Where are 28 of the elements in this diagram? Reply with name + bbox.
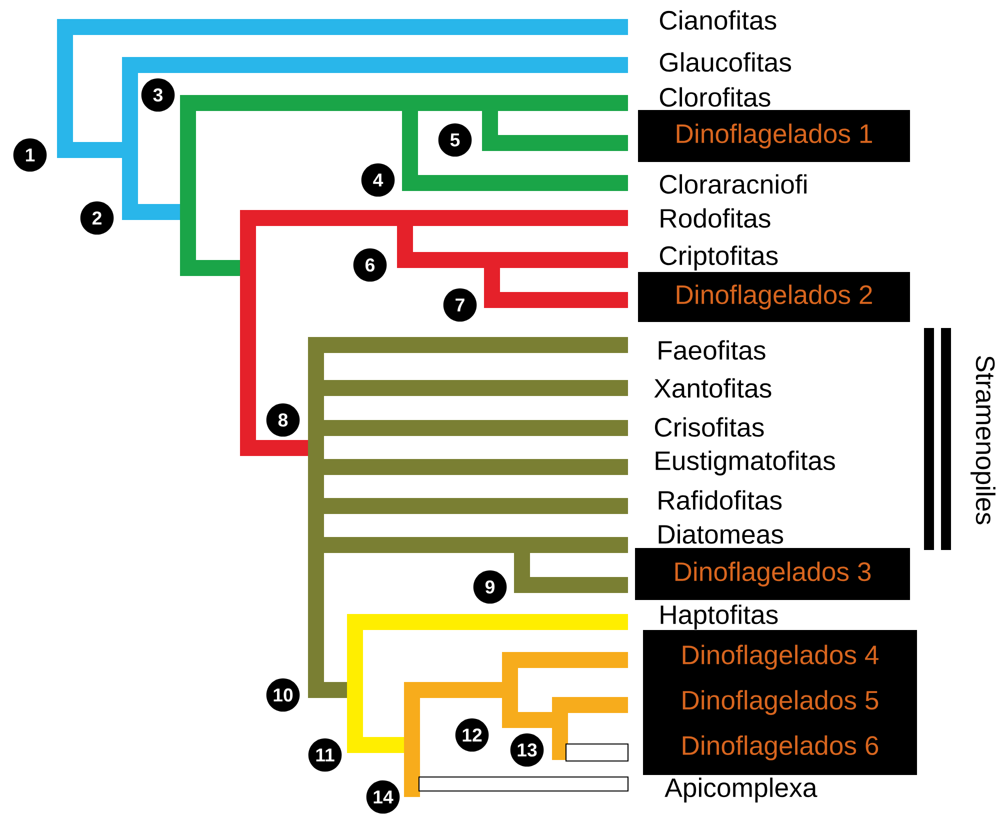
callout-number: 14 xyxy=(366,780,400,814)
group-label: Stramenopiles xyxy=(970,356,996,524)
highlight-box: Dinoflagelados 2 xyxy=(638,272,910,322)
callout-number: 9 xyxy=(473,570,507,604)
taxon-label: Eustigmatofitas xyxy=(656,450,835,476)
taxon-label: Glaucofitas xyxy=(660,52,792,72)
taxon-label: Rodofitas xyxy=(660,208,770,228)
highlight-box: Dinoflagelados 3 xyxy=(635,548,910,600)
callout-number: 12 xyxy=(455,718,489,752)
taxon-label: Rafidofitas xyxy=(658,490,782,510)
callout-number: 2 xyxy=(80,201,114,235)
callout-number: 4 xyxy=(361,163,395,197)
callout-number: 3 xyxy=(141,78,175,112)
callout-number: 10 xyxy=(266,678,300,712)
callout-number: 6 xyxy=(353,248,387,282)
callout-number: 8 xyxy=(266,403,300,437)
highlight-box: Dinoflagelados 1 xyxy=(638,110,910,162)
taxon-label: Crisofitas xyxy=(654,417,764,437)
callout-number: 13 xyxy=(510,733,544,767)
callout-number: 7 xyxy=(443,288,477,322)
taxon-label: Xantofitas xyxy=(654,378,772,398)
taxon-label: Haptofitas xyxy=(660,604,778,630)
taxon-label: Cloraracniofi xyxy=(660,174,806,194)
callout-number: 5 xyxy=(438,123,472,157)
taxon-label: Cianofitas xyxy=(660,10,776,30)
callout-number: 11 xyxy=(308,738,342,772)
highlight-box: Dinoflagelados 4 Dinoflagelados 5 Dinoflagelados 6 xyxy=(643,630,917,776)
callout-number: 1 xyxy=(13,138,47,172)
